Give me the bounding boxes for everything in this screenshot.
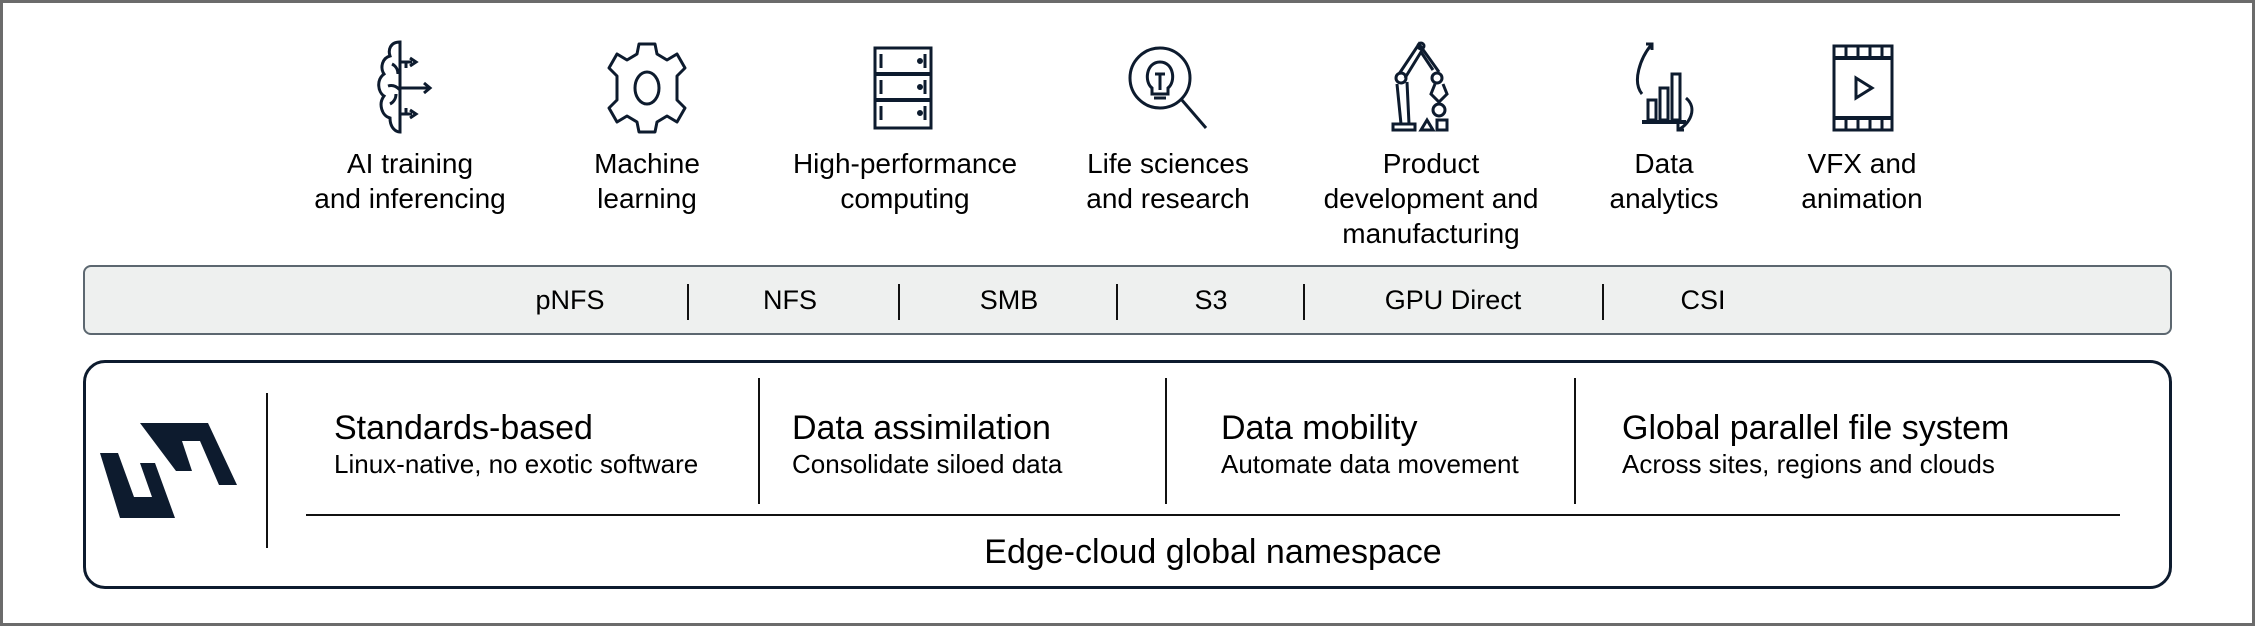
server-rack-icon — [873, 46, 933, 130]
use-case-label: computing — [840, 183, 970, 214]
feature-title: Data assimilation — [792, 409, 1051, 447]
divider — [898, 284, 900, 320]
logo-divider — [266, 393, 268, 548]
use-case-label: High-performance — [792, 148, 1018, 179]
divider — [687, 284, 689, 320]
protocol-gpu-direct: GPU Direct — [1384, 285, 1522, 315]
divider — [1116, 284, 1118, 320]
brand-logo-icon — [100, 423, 237, 518]
film-play-icon — [1832, 44, 1894, 132]
use-case-label: analytics — [1609, 183, 1719, 214]
divider — [1165, 378, 1167, 504]
use-case-label: and research — [1086, 183, 1250, 214]
divider — [758, 378, 760, 504]
use-case-label: Machine — [594, 148, 700, 179]
use-case-label: Life sciences — [1087, 148, 1249, 179]
use-case-label: animation — [1801, 183, 1923, 214]
use-case-hpc: High-performance computing — [755, 38, 1055, 216]
namespace-label: Edge-cloud global namespace — [984, 533, 1442, 571]
gear-icon — [607, 42, 687, 134]
feature-subtitle: Across sites, regions and clouds — [1622, 449, 1995, 479]
divider — [1303, 284, 1305, 320]
use-case-product-development: Product development and manufacturing — [1281, 38, 1581, 251]
use-case-ai-training: AI training and inferencing — [260, 38, 560, 216]
use-case-vfx: VFX and animation — [1712, 38, 2012, 216]
feature-standards-based: Standards-based Linux-native, no exotic … — [334, 408, 698, 480]
use-case-label: Product — [1382, 148, 1480, 179]
feature-data-mobility: Data mobility Automate data movement — [1221, 408, 1519, 480]
use-case-label: and inferencing — [314, 183, 506, 214]
use-case-machine-learning: Machine learning — [497, 38, 797, 216]
protocol-smb: SMB — [979, 285, 1039, 315]
use-case-label: manufacturing — [1342, 218, 1520, 249]
feature-data-assimilation: Data assimilation Consolidate siloed dat… — [792, 408, 1062, 480]
protocol-s3: S3 — [1194, 285, 1228, 315]
use-case-label: Data — [1634, 148, 1694, 179]
feature-subtitle: Linux-native, no exotic software — [334, 449, 699, 479]
platform-box — [83, 360, 2172, 589]
protocol-pnfs: pNFS — [535, 285, 605, 315]
use-case-label: AI training — [346, 148, 474, 179]
feature-subtitle: Automate data movement — [1221, 449, 1519, 479]
robot-arm-icon — [1391, 41, 1449, 132]
lightbulb-magnifier-icon — [1128, 46, 1208, 129]
feature-subtitle: Consolidate siloed data — [792, 449, 1063, 479]
use-case-label: learning — [597, 183, 697, 214]
use-case-life-sciences: Life sciences and research — [1018, 38, 1318, 216]
feature-title: Global parallel file system — [1622, 409, 2010, 447]
use-case-label: VFX and — [1807, 148, 1917, 179]
namespace-divider — [306, 514, 2120, 516]
use-case-data-analytics: Data analytics — [1514, 38, 1814, 216]
feature-global-parallel-fs: Global parallel file system Across sites… — [1622, 408, 2009, 480]
protocol-nfs: NFS — [763, 285, 817, 315]
divider — [1574, 378, 1576, 504]
feature-title: Data mobility — [1221, 409, 1418, 447]
protocol-bar: pNFS NFS SMB S3 GPU Direct CSI — [83, 265, 2172, 335]
protocol-csi: CSI — [1680, 285, 1726, 315]
bar-chart-cycle-icon — [1636, 42, 1694, 132]
feature-title: Standards-based — [334, 409, 593, 447]
use-case-label: development and — [1323, 183, 1539, 214]
divider — [1602, 284, 1604, 320]
brain-arrows-icon — [377, 40, 433, 134]
